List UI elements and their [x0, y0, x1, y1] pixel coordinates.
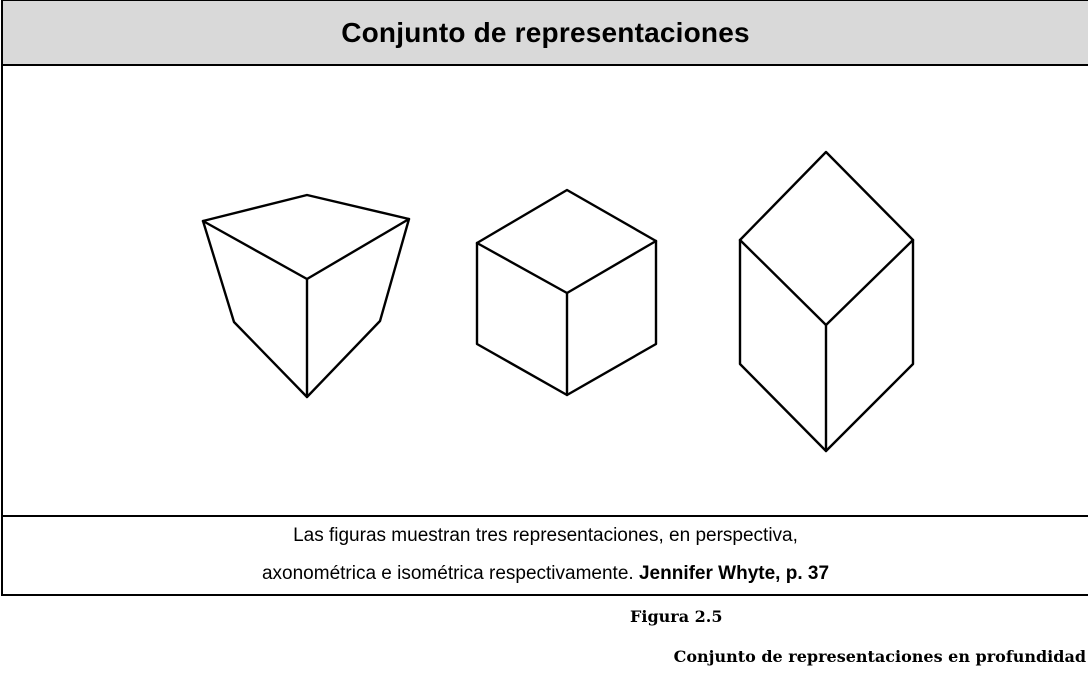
isometric-cube-drawing [738, 150, 915, 453]
figure-header: Conjunto de representaciones [3, 1, 1088, 66]
figure-number: Figura 2.5 [630, 607, 723, 626]
caption-text: axonométrica e isométrica respectivament… [261, 563, 639, 584]
caption-source: Jennifer Whyte, p. 37 [638, 563, 830, 584]
caption-line-2: axonométrica e isométrica respectivament… [3, 555, 1088, 593]
figure-subtitle: Conjunto de representaciones en profundi… [673, 647, 1086, 666]
caption-line-1: Las figuras muestran tres representacion… [293, 525, 798, 546]
figure-box: Conjunto de representaciones [1, 0, 1088, 596]
figure-title: Conjunto de representaciones [341, 16, 750, 48]
cubes-illustration [201, 150, 915, 453]
figure-caption: Las figuras muestran tres representacion… [3, 515, 1088, 595]
drawing-area [3, 66, 1088, 516]
axonometric-cube-drawing [475, 188, 658, 397]
perspective-cube-drawing [201, 193, 411, 399]
